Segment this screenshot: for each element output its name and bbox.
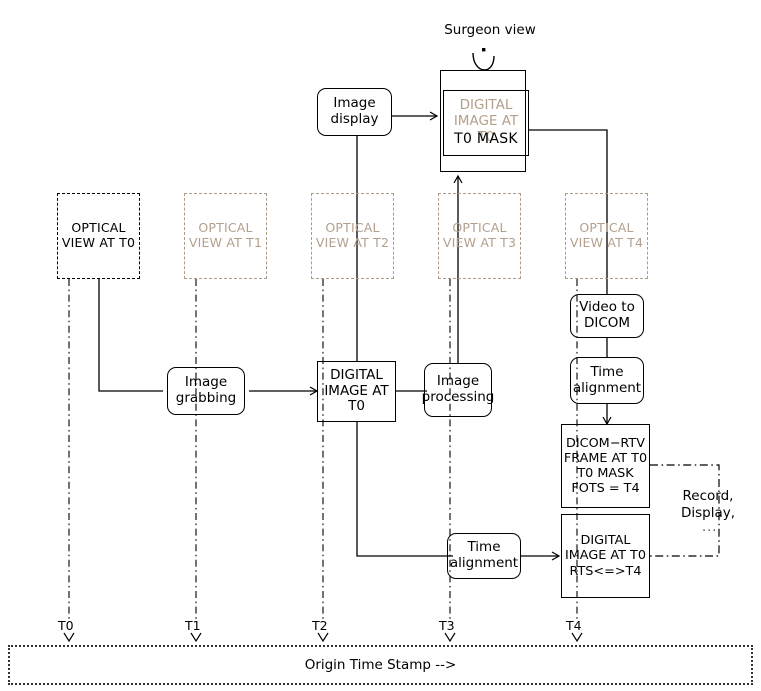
digital-image-t0-mask-box[interactable]: DIGITAL IMAGE AT T0 T0 MASK [443, 90, 529, 156]
optical-view-t1[interactable]: OPTICAL VIEW AT T1 [184, 193, 267, 279]
node-image-grabbing[interactable]: Image grabbing [167, 367, 245, 415]
mask-label: T0 MASK [454, 131, 518, 147]
node-digital-image-t0[interactable]: DIGITAL IMAGE AT T0 [317, 361, 396, 422]
node-image-display[interactable]: Image display [317, 88, 392, 136]
node-image-processing[interactable]: Image processing [422, 363, 494, 417]
optical-view-t2[interactable]: OPTICAL VIEW AT T2 [311, 193, 394, 279]
origin-time-stamp-bar: Origin Time Stamp --> [8, 645, 753, 685]
node-time-alignment-right[interactable]: Time alignment [570, 357, 644, 404]
optical-view-t3[interactable]: OPTICAL VIEW AT T3 [438, 193, 521, 279]
mask-ghost-label: DIGITAL IMAGE AT T0 [453, 97, 519, 145]
time-tick-t2: T2 [312, 618, 328, 633]
time-tick-t0: T0 [58, 618, 74, 633]
time-tick-t3: T3 [439, 618, 455, 633]
time-tick-t1: T1 [185, 618, 201, 633]
node-digital-image-rts[interactable]: DIGITAL IMAGE AT T0 RTS<=>T4 [561, 514, 650, 598]
time-tick-t4: T4 [566, 618, 582, 633]
node-dicom-rtv-frame[interactable]: DICOM−RTV FRAME AT T0 T0 MASK FOTS = T4 [561, 424, 650, 508]
optical-view-t4[interactable]: OPTICAL VIEW AT T4 [565, 193, 648, 279]
node-time-alignment-bottom[interactable]: Time alignment [447, 533, 521, 579]
optical-view-t0[interactable]: OPTICAL VIEW AT T0 [57, 193, 140, 279]
node-video-to-dicom[interactable]: Video to DICOM [570, 294, 644, 338]
mask-outer-frame [440, 70, 526, 172]
record-display-note: Record, Display, [680, 488, 736, 521]
record-ellipsis: ... [702, 520, 718, 535]
surgeon-view-caption: Surgeon view [444, 22, 536, 38]
